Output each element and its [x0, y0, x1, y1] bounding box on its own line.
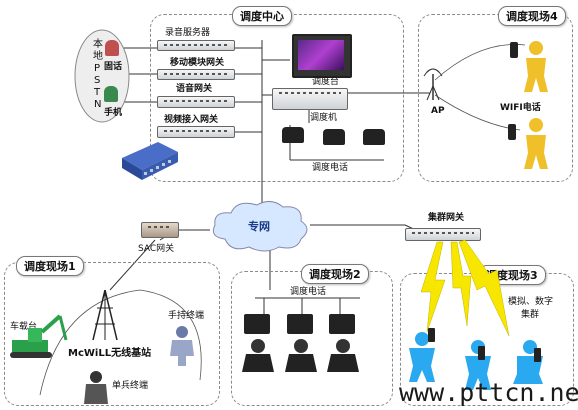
wifi-user-icon — [524, 118, 548, 169]
site4-region — [418, 14, 573, 182]
site2-title: 调度现场2 — [301, 264, 369, 284]
radio-link-lightning — [420, 240, 510, 337]
site1-region — [4, 262, 220, 406]
recording-server — [157, 40, 235, 51]
watermark-text: www.pttcn.net — [399, 378, 578, 407]
landline-person-icon — [105, 40, 119, 56]
handheld-user-icon — [170, 326, 194, 366]
walkie-talkie-icon — [534, 348, 541, 362]
site4-title: 调度现场4 — [498, 6, 566, 26]
mobile-gateway-label: 移动模块网关 — [170, 58, 225, 68]
pstn-char: 本 — [93, 39, 103, 50]
trunk-gateway — [405, 228, 481, 241]
mobile-person-icon — [104, 86, 118, 102]
operator-station-icon — [327, 314, 359, 372]
site1-title: 调度现场1 — [16, 256, 84, 276]
pstn-char: P — [94, 63, 101, 74]
soldier-label: 单兵终端 — [112, 381, 149, 391]
sac-gateway — [141, 222, 179, 238]
pstn-char: T — [94, 87, 101, 98]
mobile-gateway — [157, 69, 235, 80]
sac-gateway-label: SAC网关 — [138, 244, 175, 254]
console-monitor — [292, 34, 352, 78]
trunk-type-line1: 模拟、数字 — [508, 297, 554, 307]
base-station-label: McWiLL无线基站 — [68, 348, 152, 359]
operator-station-icon — [285, 314, 317, 372]
wifi-phone-label: WIFI电话 — [500, 103, 541, 113]
base-station-tower-icon — [92, 289, 118, 341]
video-gateway — [157, 126, 235, 138]
pstn-char: S — [94, 75, 101, 86]
dispatch-center-title: 调度中心 — [232, 6, 292, 26]
ap-antenna-icon — [423, 68, 443, 101]
private-network-cloud — [212, 201, 308, 252]
mobile-label: 手机 — [104, 108, 123, 118]
excavator-icon — [10, 314, 68, 358]
handheld-label: 手持终端 — [168, 311, 205, 321]
voice-gateway-label: 语音网关 — [176, 84, 213, 94]
dispatch-phones-label: 调度电话 — [312, 163, 349, 173]
operator-station-icon — [242, 314, 274, 372]
private-network-label: 专网 — [248, 220, 270, 233]
dispatch-phone-icon — [282, 127, 304, 143]
pstn-char: 地 — [93, 51, 103, 62]
wifi-phone-icon — [508, 124, 516, 140]
building-icon — [122, 142, 178, 180]
site2-phones-label: 调度电话 — [290, 287, 327, 297]
vehicle-label: 车载台 — [10, 322, 38, 332]
landline-label: 固话 — [104, 62, 123, 72]
video-gateway-label: 视频接入网关 — [164, 115, 219, 125]
console-label: 调度台 — [312, 77, 340, 87]
wifi-phone-icon — [510, 42, 518, 58]
recording-server-label: 录音服务器 — [165, 28, 211, 38]
voice-gateway — [157, 96, 235, 108]
walkie-talkie-icon — [428, 328, 435, 342]
dispatcher-label: 调度机 — [310, 113, 338, 123]
wifi-user-icon — [524, 41, 548, 92]
walkie-talkie-icon — [478, 346, 485, 360]
radio-user-icon — [409, 332, 435, 382]
soldier-icon — [84, 371, 108, 404]
ap-label: AP — [431, 106, 445, 116]
dispatcher-unit — [272, 88, 348, 110]
dispatch-phone-icon — [363, 129, 385, 145]
console-screen — [298, 40, 344, 70]
trunk-gateway-label: 集群网关 — [428, 213, 465, 223]
pstn-char: N — [94, 99, 102, 110]
dispatch-phone-icon — [323, 129, 345, 145]
radio-user-icon — [513, 340, 543, 384]
trunk-type-line2: 集群 — [521, 310, 540, 320]
